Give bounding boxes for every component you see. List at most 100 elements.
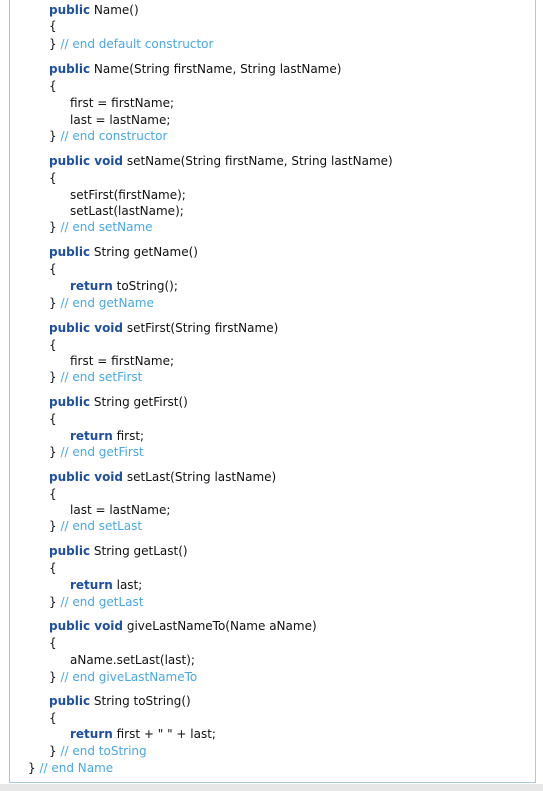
code-text: } [49,129,61,143]
code-text: aName.setLast(last); [70,653,195,667]
code-line: public String getFirst() [49,394,188,410]
code-keyword: public [49,694,91,708]
code-line: { [49,635,57,651]
code-line: aName.setLast(last); [70,652,195,668]
code-text: { [49,262,57,276]
code-line: } // end getLast [49,594,143,610]
code-line: return first + " " + last; [70,726,216,742]
code-line: return toString(); [70,278,178,294]
code-line: { [49,486,57,502]
code-text: setLast(lastName); [70,204,184,218]
code-line: { [49,411,57,427]
code-text: String getFirst() [90,395,188,409]
code-text: { [49,338,57,352]
code-line: public void setFirst(String firstName) [49,320,278,336]
code-keyword: public void [49,154,124,168]
code-text: { [49,711,57,725]
code-line: first = firstName; [70,353,174,369]
code-line: setLast(lastName); [70,203,184,219]
code-line: { [49,78,57,94]
code-text: setFirst(firstName); [70,188,186,202]
code-line: last = lastName; [70,502,170,518]
code-text: String getName() [90,245,198,259]
code-line: { [49,18,57,34]
code-keyword: return [70,429,113,443]
code-comment: // end getName [60,296,154,310]
code-comment: // end getFirst [60,445,144,459]
code-comment: // end getLast [60,595,144,609]
code-line: { [49,337,57,353]
code-text: } [49,220,61,234]
code-line: public void setName(String firstName, St… [49,153,393,169]
code-text: { [49,171,57,185]
code-line: public void setLast(String lastName) [49,469,276,485]
code-text: last = lastName; [70,503,171,517]
code-text: } [28,761,40,775]
code-text: setFirst(String firstName) [123,321,279,335]
code-line: { [49,170,57,186]
code-line: public String toString() [49,693,191,709]
code-line: } // end default constructor [49,36,213,52]
code-line: } // end setLast [49,518,142,534]
code-text: } [49,296,61,310]
code-text: } [49,445,61,459]
code-text: setName(String firstName, String lastNam… [123,154,393,168]
code-keyword: return [70,578,113,592]
code-text: String toString() [90,694,191,708]
code-keyword: public [49,3,91,17]
code-keyword: public [49,544,91,558]
code-text: { [49,79,57,93]
code-text: first; [112,429,145,443]
code-line: } // end toString [49,743,147,759]
code-keyword: public [49,245,91,259]
code-line: last = lastName; [70,112,170,128]
code-line: setFirst(firstName); [70,187,186,203]
code-line: } // end constructor [49,128,167,144]
code-keyword: public void [49,470,124,484]
code-listing-panel [9,0,536,783]
code-text: Name() [90,3,139,17]
code-text: { [49,561,57,575]
code-text: first = firstName; [70,354,175,368]
footer-band [0,784,543,791]
code-line: } // end getFirst [49,444,144,460]
code-comment: // end Name [39,761,114,775]
code-text: { [49,487,57,501]
code-line: } // end setFirst [49,369,142,385]
code-text: } [49,670,61,684]
code-line: public Name(String firstName, String las… [49,61,341,77]
code-text: } [49,744,61,758]
code-comment: // end setLast [60,519,143,533]
code-keyword: public [49,62,91,76]
code-line: { [49,261,57,277]
code-text: { [49,412,57,426]
code-text: last = lastName; [70,113,171,127]
code-text: setLast(String lastName) [123,470,277,484]
code-line: first = firstName; [70,95,174,111]
code-text: { [49,19,57,33]
code-text: } [49,37,61,51]
code-line: { [49,560,57,576]
code-keyword: return [70,727,113,741]
code-line: public String getLast() [49,543,188,559]
code-line: public String getName() [49,244,198,260]
code-line: public void giveLastNameTo(Name aName) [49,618,317,634]
code-text: } [49,519,61,533]
code-text: { [49,636,57,650]
code-text: first + " " + last; [112,727,216,741]
code-line: } // end Name [28,760,113,776]
code-text: first = firstName; [70,96,175,110]
code-comment: // end constructor [60,129,168,143]
code-comment: // end default constructor [60,37,214,51]
code-line: } // end setName [49,219,153,235]
code-line: } // end giveLastNameTo [49,669,197,685]
code-text: } [49,370,61,384]
code-text: String getLast() [90,544,188,558]
code-text: Name(String firstName, String lastName) [90,62,342,76]
code-keyword: public [49,395,91,409]
code-text: last; [112,578,143,592]
code-line: return last; [70,577,142,593]
code-line: return first; [70,428,144,444]
code-keyword: return [70,279,113,293]
code-comment: // end setFirst [60,370,143,384]
